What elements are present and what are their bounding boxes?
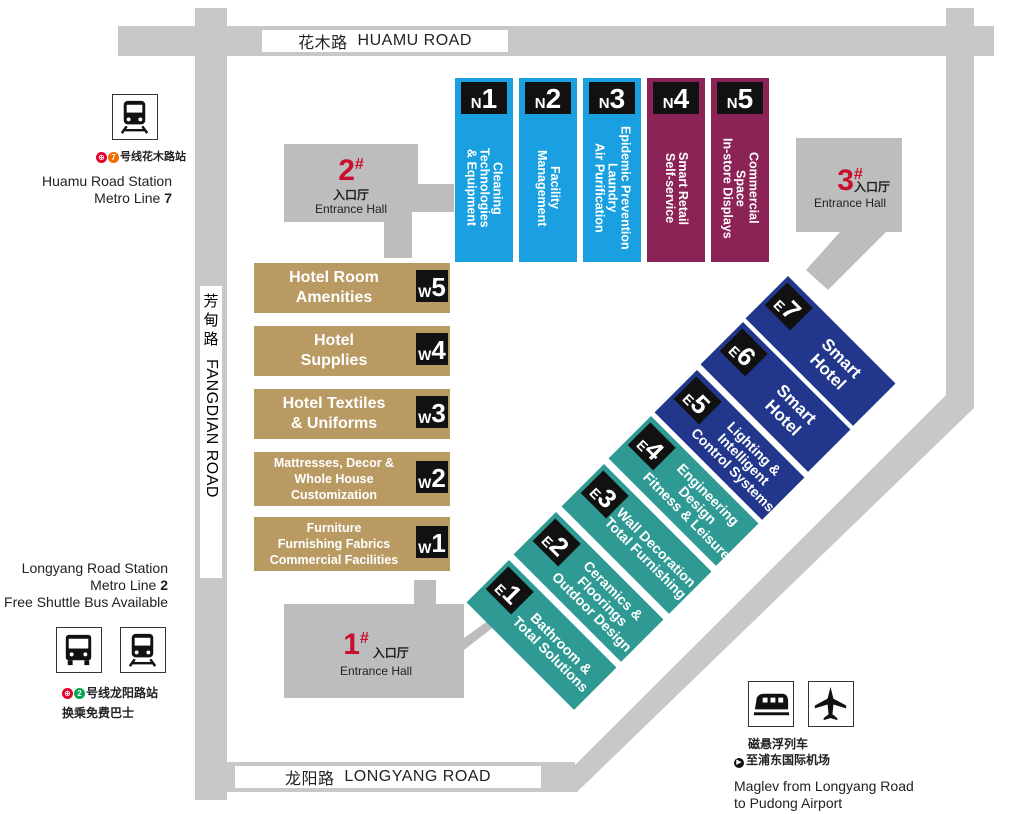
hall-w1[interactable]: Furniture Furnishing Fabrics Commercial … [254, 517, 450, 571]
entrance-2-cn: 入口厅 [332, 188, 369, 202]
fangdian-road-cn: 芳 甸 路 [203, 293, 219, 348]
fangdian-road-label-box [200, 286, 222, 578]
entrance-2-mark: # [354, 156, 364, 173]
entrance-hall-2: 2# 入口厅 Entrance Hall [284, 150, 418, 217]
entrance-3-num: 3 [837, 164, 854, 197]
fangdian-road-label: 芳 甸 路 FANGDIAN ROAD [200, 292, 222, 574]
entrance-1-cn: 入口厅 [372, 646, 409, 660]
line-2-badge: 2 [74, 688, 85, 700]
hall-w1-label: Furniture Furnishing Fabrics Commercial … [269, 521, 399, 567]
longyang-metro-icon [120, 627, 166, 673]
huamu-road-cn: 花木路 [298, 35, 348, 52]
entrance-3-mark: # [853, 166, 863, 183]
entrance-3-en: Entrance Hall [813, 196, 887, 210]
longyang-station-info: Longyang Road Station Metro Line 2 Free … [0, 560, 168, 611]
longyang-shuttle-cn: 换乘免费巴士 [62, 706, 135, 720]
entrance-1-en: Entrance Hall [339, 664, 413, 678]
hall-w3-label: Hotel Textiles & Uniforms [282, 395, 386, 432]
longyang-road-en: LONGYANG ROAD [344, 768, 492, 785]
shanghai-metro-logo-icon: ⊕ [96, 151, 107, 163]
longyang-shuttle: Free Shuttle Bus Available [4, 594, 168, 610]
longyang-road-cn: 龙阳路 [284, 771, 335, 788]
hall-w2-label: Mattresses, Decor & Whole House Customiz… [273, 456, 395, 502]
entrance-2-num: 2 [338, 154, 355, 187]
line-7-badge: 7 [108, 151, 119, 163]
hall-n4-label: Smart Retail Self-service [663, 151, 690, 225]
huamu-metro-icon [112, 94, 158, 140]
airplane-icon [808, 681, 854, 727]
entrance-2-en: Entrance Hall [314, 202, 388, 216]
huamu-road-label: 花木路 HUAMU ROAD [262, 30, 508, 52]
entrance-1-num: 1 [343, 628, 360, 661]
play-icon: ▶ [734, 758, 744, 768]
shanghai-metro-logo-icon: ⊕ [62, 688, 73, 700]
fangdian-road-en: FANGDIAN ROAD [203, 359, 220, 498]
huamu-road-en: HUAMU ROAD [357, 32, 472, 49]
entrance-1-mark: # [359, 630, 369, 647]
hall-w4-label: Hotel Supplies [300, 332, 368, 369]
huamu-station-name: Huamu Road Station [42, 173, 172, 189]
huamu-station-info: Huamu Road Station Metro Line 7 [20, 173, 172, 207]
longyang-station-name: Longyang Road Station [21, 560, 168, 576]
hall-n2-label: Facility Management [535, 149, 562, 227]
hall-n1-label: Cleaning Technologies & Equipment [464, 148, 505, 228]
longyang-road-label: 龙阳路 LONGYANG ROAD [235, 766, 541, 788]
maglev-cn: 磁悬浮列车 ▶至浦东国际机场 [734, 736, 830, 768]
hall-n5-label: Commercial Space In-store Displays [720, 137, 761, 239]
maglev-icon [748, 681, 794, 727]
entrance-3-cn: 入口厅 [853, 180, 890, 194]
hall-n3-label: Epidemic Prevention Laundry Air Purifica… [592, 126, 633, 250]
hall-w2[interactable]: Mattresses, Decor & Whole House Customiz… [254, 452, 450, 506]
entrance-hall-3: 3# 入口厅 Entrance Hall [800, 160, 900, 211]
bus-icon [56, 627, 102, 673]
maglev-info: Maglev from Longyang Road to Pudong Airp… [734, 778, 914, 811]
hall-w5-label: Hotel Room Amenities [289, 269, 379, 306]
entrance-hall-1: 1# 入口厅 Entrance Hall [288, 624, 464, 679]
